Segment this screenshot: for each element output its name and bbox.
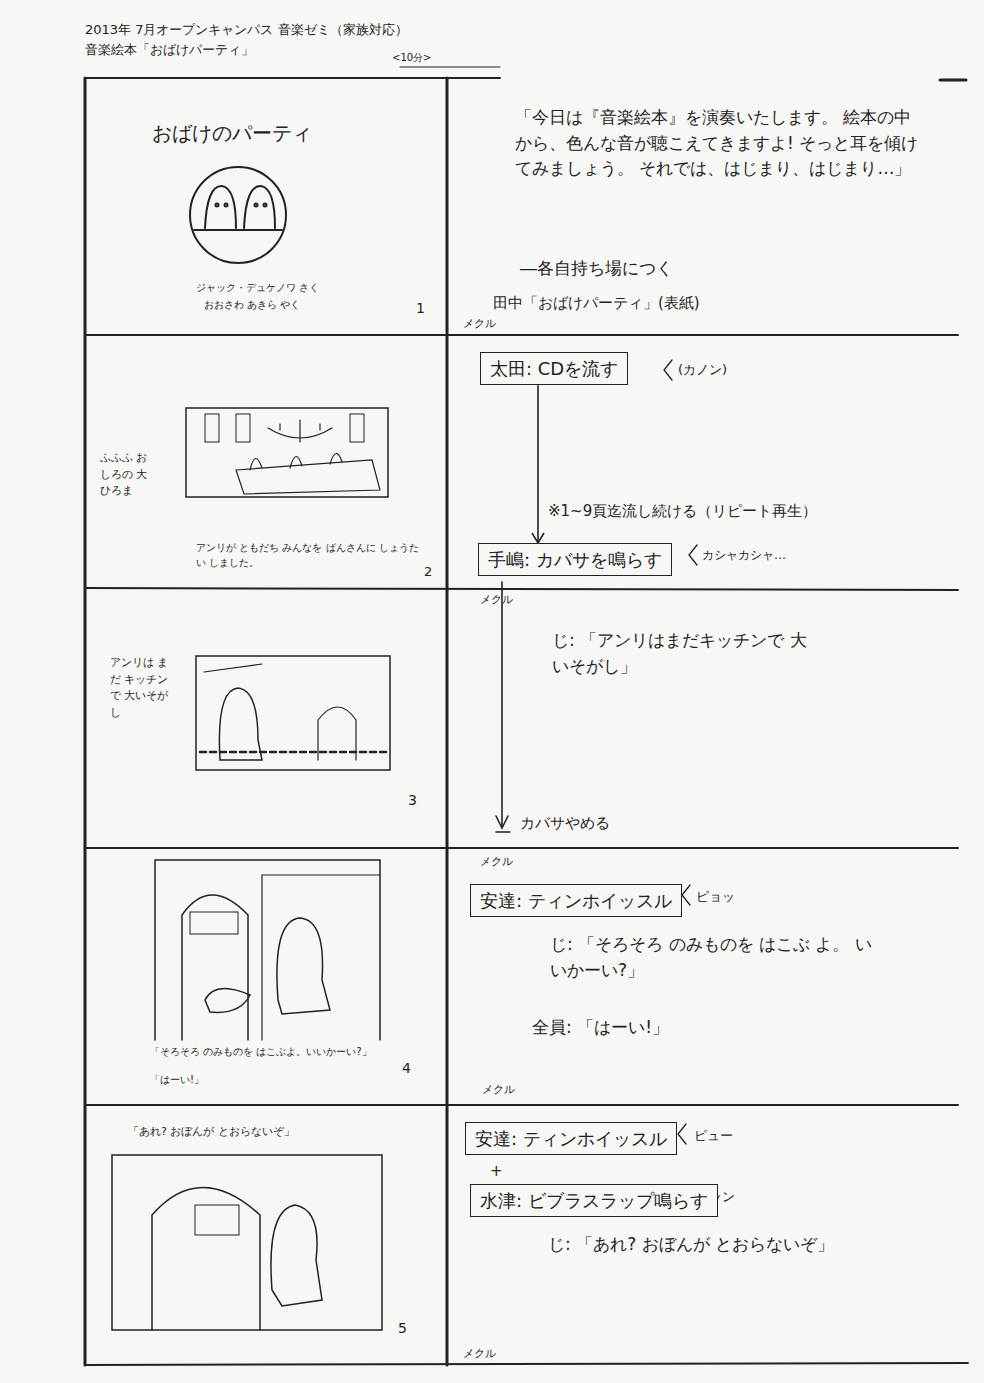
note-text: 4 <box>402 1058 411 1079</box>
note-text: じ: 「アンリはまだキッチンで 大いそがし」 <box>552 628 822 679</box>
note-text: ふふふ おしろの 大ひろま <box>100 450 156 500</box>
note-text: 「今日は『音楽絵本』を演奏いたします。 絵本の中から、色んな音が聴こえてきますよ… <box>515 105 925 182</box>
note-text: カバサやめる <box>520 812 610 835</box>
note-text: じ: 「あれ? おぼんが とおらないぞ」 <box>548 1232 834 1258</box>
note-text: メクル <box>482 1082 515 1099</box>
note-text: 「あれ? おぼんが とおらないぞ」 <box>128 1124 295 1141</box>
process-box: 安達: ティンホイッスル <box>470 884 682 917</box>
note-text: ピョッ <box>696 887 735 907</box>
note-text: メクル <box>463 1346 496 1363</box>
flow-arrow <box>532 385 544 543</box>
note-text: ピュー <box>694 1126 733 1146</box>
box-text: 太田: CDを流す <box>490 356 618 381</box>
note-text: おばけのパーティ <box>152 118 312 148</box>
box-text: 水津: ビブラスラップ鳴らす <box>480 1188 708 1213</box>
note-text: メクル <box>480 592 513 609</box>
box-text: 安達: ティンホイッスル <box>475 1126 667 1151</box>
note-text: 3 <box>408 790 417 811</box>
note-text: ※1~9頁迄流し続ける（リピート再生） <box>548 500 817 523</box>
note-text: 全員: 「はーい!」 <box>532 1015 669 1041</box>
process-box: 手嶋: カバサを鳴らす <box>478 543 672 576</box>
note-text: 田中「おばけパーティ」(表紙) <box>493 292 700 315</box>
note-text: 1 <box>416 298 425 319</box>
note-text: (カノン) <box>678 360 727 380</box>
note-text: じ: 「そろそろ のみものを はこぶ よ。 いいかーい?」 <box>550 932 880 983</box>
note-text: カシャカシャ… <box>702 546 786 564</box>
note-text: 2013年 7月オープンキャンパス 音楽ゼミ（家族対応） <box>85 20 408 40</box>
note-text: メクル <box>480 854 513 871</box>
note-text: おおさわ あきら やく <box>204 297 300 312</box>
process-box: 水津: ビブラスラップ鳴らす <box>470 1184 718 1217</box>
note-text: <10分> <box>392 50 431 65</box>
note-text: 音楽絵本「おばけパーティ」 <box>85 40 254 60</box>
process-box: 安達: ティンホイッスル <box>465 1122 677 1155</box>
note-text: アンリが ともだち みんなを ばんさんに しょうたい しました。 <box>196 540 426 570</box>
note-text: + <box>490 1160 503 1183</box>
box-text: 安達: ティンホイッスル <box>480 888 672 913</box>
note-text: 「はーい!」 <box>150 1072 204 1087</box>
box-text: 手嶋: カバサを鳴らす <box>488 547 662 572</box>
note-text: 2 <box>424 562 432 582</box>
note-text: アンリは まだ キッチンで 大いそがし <box>110 655 172 721</box>
note-text: ジャック・デュケノワ さく <box>196 280 319 295</box>
note-text: 5 <box>398 1318 407 1339</box>
note-text: 「そろそろ のみものを はこぶよ。いいかーい?」 <box>150 1044 390 1059</box>
process-box: 太田: CDを流す <box>480 352 628 385</box>
note-text: メクル <box>463 316 496 333</box>
note-text: ―各自持ち場につく <box>520 256 673 282</box>
